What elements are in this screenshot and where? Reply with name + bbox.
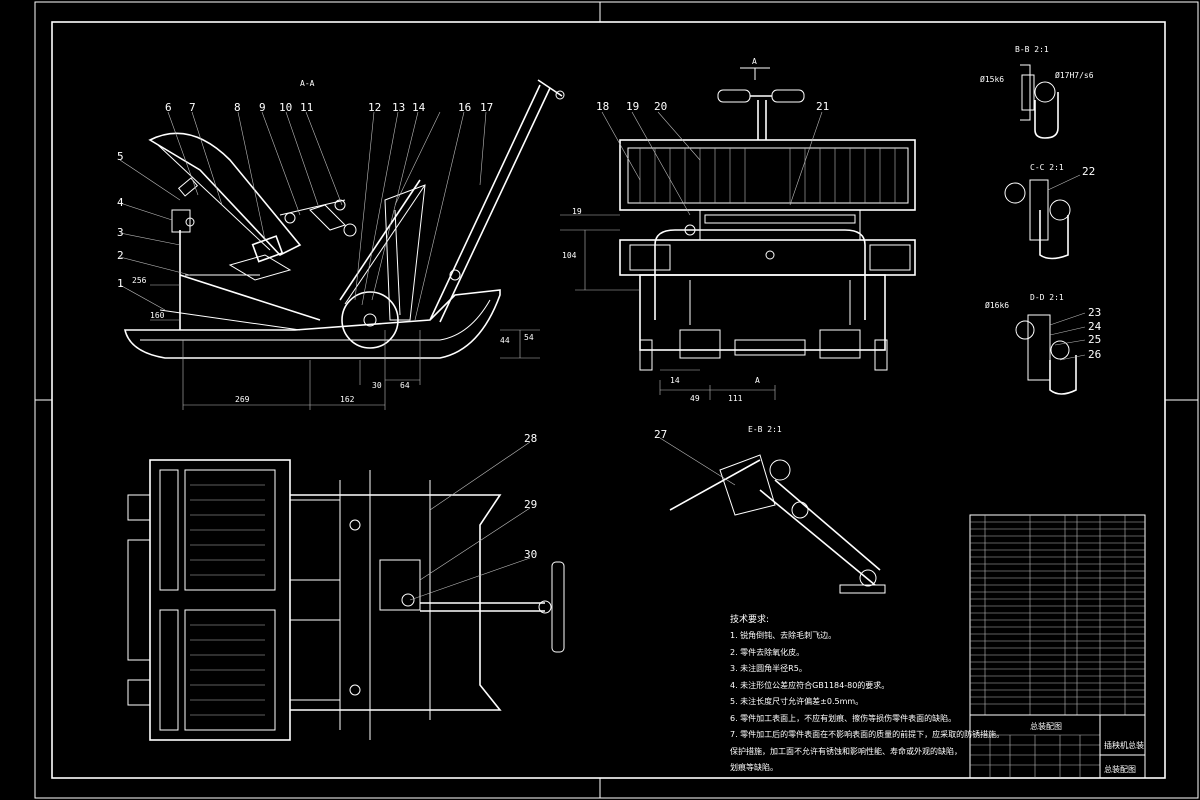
part-label-18: 18 (596, 100, 609, 113)
part-label-21: 21 (816, 100, 829, 113)
fit-bb-right: Ø17H7/s6 (1055, 70, 1094, 80)
section-marker-a-bottom: A (755, 376, 760, 385)
view-label-e-b: E-B 2:1 (748, 425, 782, 434)
part-label-4: 4 (117, 196, 124, 209)
detail-views: B-B 2:1 Ø15k6 Ø17H7/s6 C-C 2:1 22 D-D 2:… (980, 45, 1102, 395)
part-label-11: 11 (300, 101, 313, 114)
parts-list-table (969, 514, 1146, 716)
dim-14: 14 (670, 376, 680, 385)
technical-note-6: 6. 零件加工表面上，不应有划痕、擦伤等损伤零件表面的缺陷。 (730, 713, 957, 723)
drawing-subtitle: 总装配图 (1104, 764, 1136, 774)
part-label-23: 23 (1088, 306, 1101, 319)
dim-54: 54 (524, 333, 534, 342)
dim-44: 44 (500, 336, 510, 345)
dim-49: 49 (690, 394, 700, 403)
part-label-14: 14 (412, 101, 426, 114)
detail-view-e-b: E-B 2:1 27 (654, 425, 886, 594)
part-label-24: 24 (1088, 320, 1102, 333)
side-view-a-a: A-A (119, 79, 565, 410)
dim-104: 104 (562, 251, 577, 260)
dim-162: 162 (340, 395, 355, 404)
part-label-25: 25 (1088, 333, 1101, 346)
part-label-13: 13 (392, 101, 405, 114)
part-label-19: 19 (626, 100, 639, 113)
fit-dd-left: Ø16k6 (985, 300, 1009, 310)
view-label-c-c: C-C 2:1 (1030, 163, 1064, 172)
technical-note-4: 4. 未注形位公差应符合GB1184-80的要求。 (730, 680, 890, 690)
part-label-30: 30 (524, 548, 537, 561)
view-label-a-a: A-A (300, 79, 315, 88)
dim-19: 19 (572, 207, 582, 216)
part-label-5: 5 (117, 150, 124, 163)
part-label-22: 22 (1082, 165, 1095, 178)
dim-160: 160 (150, 311, 165, 320)
part-label-17: 17 (480, 101, 493, 114)
part-label-3: 3 (117, 226, 124, 239)
part-label-6: 6 (165, 101, 172, 114)
view-label-b-b: B-B 2:1 (1015, 45, 1049, 54)
technical-note-3: 3. 未注圆角半径R5。 (730, 664, 807, 673)
part-labels-side: 1 2 3 4 5 6 7 8 9 10 11 12 13 14 16 17 (117, 101, 493, 290)
part-label-16: 16 (458, 101, 471, 114)
part-label-9: 9 (259, 101, 266, 114)
dim-111: 111 (728, 394, 743, 403)
technical-note-7: 7. 零件加工后的零件表面在不影响表面的质量的前提下，应采取的防锈措施。 (730, 730, 1005, 739)
dim-30: 30 (372, 381, 382, 390)
technical-notes: 技术要求: 1. 锐角倒钝、去除毛刺飞边。 2. 零件去除氧化皮。 3. 未注圆… (730, 612, 1005, 777)
part-label-7: 7 (189, 101, 196, 114)
plan-view: 28 29 30 (127, 432, 565, 741)
part-label-28: 28 (524, 432, 537, 445)
view-label-d-d: D-D 2:1 (1030, 293, 1064, 302)
drawing-title: 插秧机总装 (1104, 740, 1144, 750)
part-label-26: 26 (1088, 348, 1101, 361)
technical-note-7b: 保护措施，加工面不允许有锈蚀和影响性能、寿命或外观的缺陷， (730, 746, 962, 756)
dim-64: 64 (400, 381, 410, 390)
technical-note-5: 5. 未注长度尺寸允许偏差±0.5mm。 (730, 697, 864, 706)
part-label-10: 10 (279, 101, 292, 114)
sheet-frame (34, 1, 1199, 799)
technical-note-1: 1. 锐角倒钝、去除毛刺飞边。 (730, 631, 837, 640)
part-label-12: 12 (368, 101, 381, 114)
fit-bb-left: Ø15k6 (980, 74, 1004, 84)
technical-notes-title: 技术要求: (730, 615, 770, 625)
technical-note-7c: 划痕等缺陷。 (730, 763, 778, 772)
title-block: 总装配图 插秧机总装 总装配图 (969, 714, 1146, 779)
part-label-1: 1 (117, 277, 124, 290)
front-view: A (560, 57, 916, 403)
part-label-8: 8 (234, 101, 241, 114)
technical-note-2: 2. 零件去除氧化皮。 (730, 647, 805, 657)
part-label-27: 27 (654, 428, 667, 441)
assembly-label: 总装配图 (1030, 721, 1062, 731)
part-label-2: 2 (117, 249, 124, 262)
section-marker-a-top: A (752, 57, 757, 66)
part-label-20: 20 (654, 100, 667, 113)
dim-256: 256 (132, 276, 147, 285)
part-label-29: 29 (524, 498, 537, 511)
dim-269: 269 (235, 395, 250, 404)
